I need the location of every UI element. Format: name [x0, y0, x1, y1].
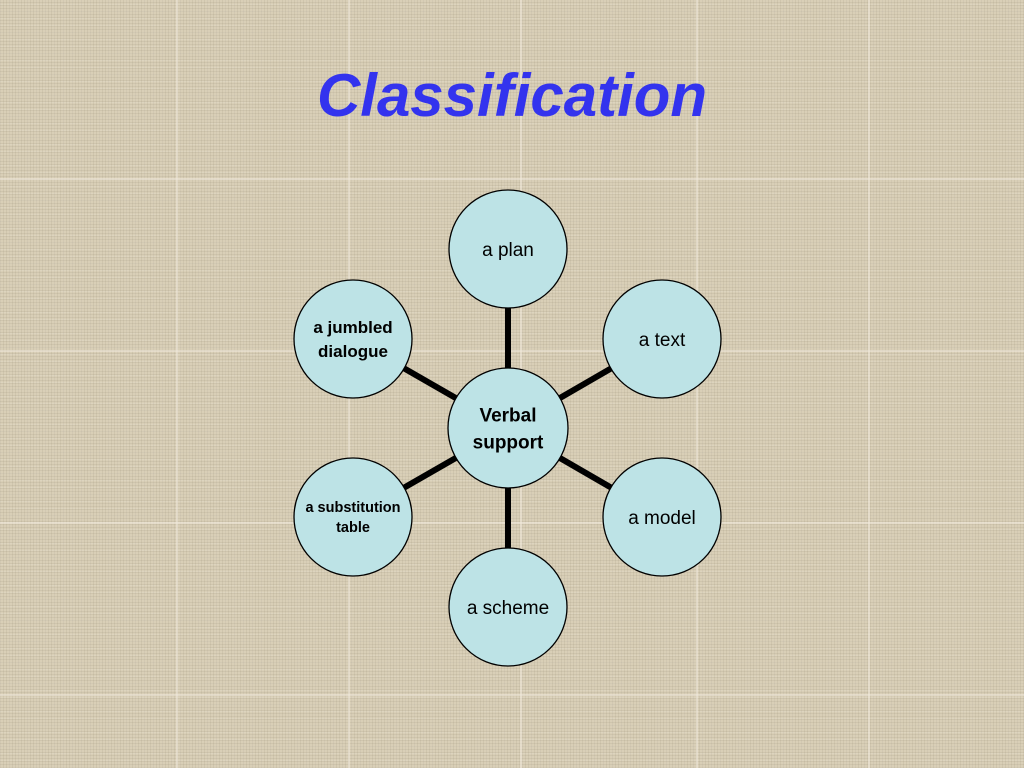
node-model-label: a model: [628, 508, 696, 529]
background-seam: [0, 522, 1024, 524]
node-jumbled-dialogue: a jumbled dialogue: [293, 279, 413, 399]
center-node-verbal-support-label: support: [473, 432, 544, 453]
node-jumbled-dialogue-label: dialogue: [318, 342, 388, 361]
background-seam: [868, 0, 870, 768]
node-substitution-table-label: a substitution: [305, 500, 400, 516]
node-jumbled-dialogue-label: a jumbled: [313, 318, 392, 337]
background-seam: [0, 350, 1024, 352]
node-model: a model: [602, 457, 722, 577]
node-scheme: a scheme: [448, 547, 568, 667]
node-scheme-circle: [448, 547, 568, 667]
background-seam: [176, 0, 178, 768]
node-scheme-label: a scheme: [467, 598, 549, 619]
node-text-label: a text: [639, 330, 686, 351]
node-jumbled-dialogue-circle: [293, 279, 413, 399]
background-seam: [0, 178, 1024, 180]
connectors: [400, 306, 615, 550]
node-model-circle: [602, 457, 722, 577]
node-plan: a plan: [448, 189, 568, 309]
node-substitution-table-label: table: [336, 520, 370, 536]
connector-line: [400, 364, 460, 402]
node-plan-label: a plan: [482, 240, 534, 261]
node-text-circle: [602, 279, 722, 399]
node-plan-circle: [448, 189, 568, 309]
center-node-verbal-support-circle: [447, 367, 569, 489]
slide-title: Classification: [316, 62, 708, 129]
connector-line: [556, 364, 615, 402]
node-text: a text: [602, 279, 722, 399]
node-substitution-table-circle: [293, 457, 413, 577]
nodes: Verbal support a plan a text a model a scheme…: [293, 189, 722, 667]
connector-line: [400, 454, 460, 492]
background-seam: [0, 694, 1024, 696]
connector-line: [556, 454, 615, 492]
center-node-verbal-support-label: Verbal: [479, 405, 536, 426]
node-substitution-table: a substitution table: [293, 457, 413, 577]
center-node-verbal-support: Verbal support: [447, 367, 569, 489]
